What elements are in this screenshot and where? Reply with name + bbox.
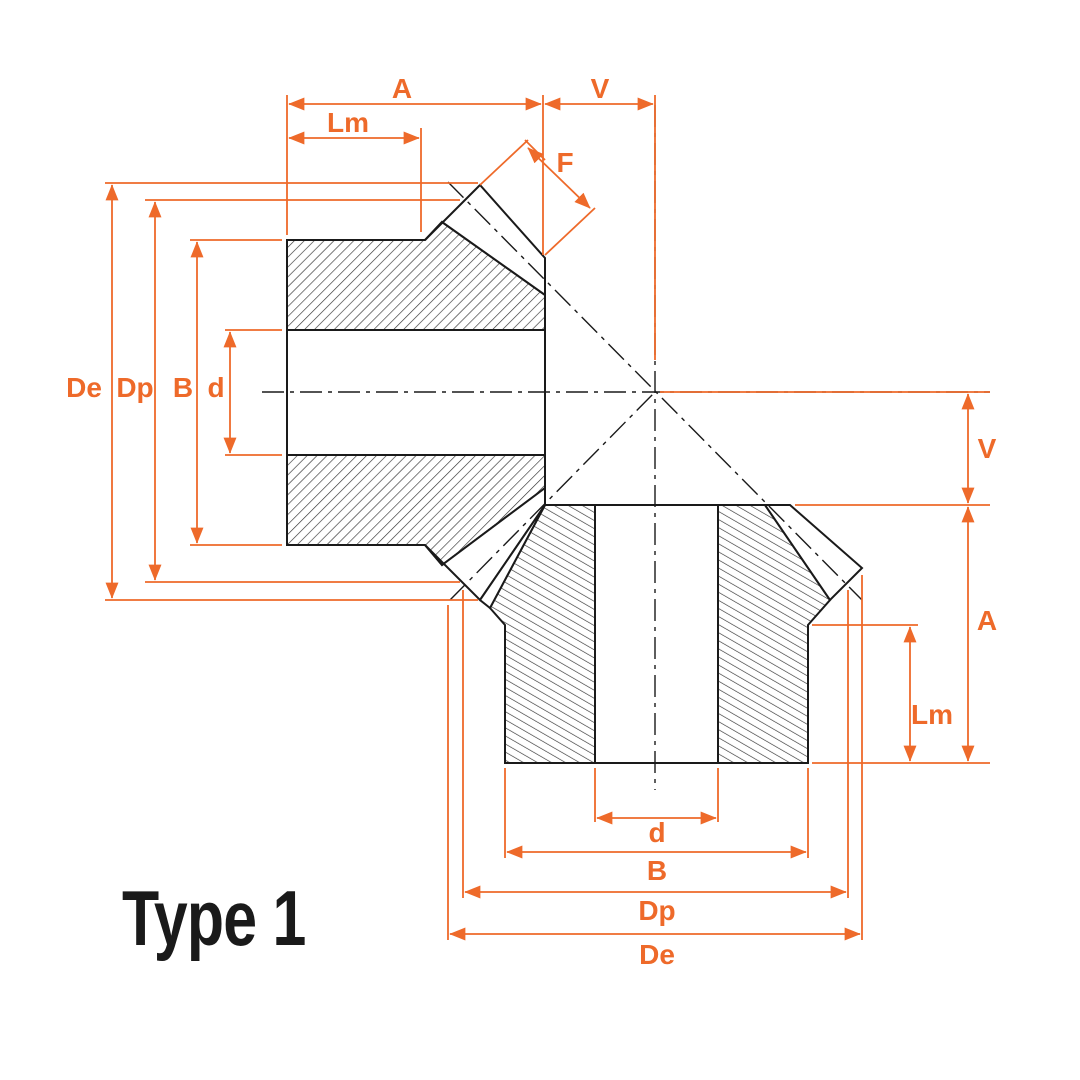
gear-bore — [594, 504, 719, 764]
label-pinion-v: V — [591, 73, 610, 104]
label-pinion-f: F — [556, 147, 573, 178]
diagram-title: Type 1 — [122, 875, 306, 962]
label-gear-de: De — [639, 939, 675, 970]
label-gear-a: A — [977, 605, 997, 636]
label-gear-d: d — [648, 817, 665, 848]
label-pinion-a: A — [392, 73, 412, 104]
label-pinion-lm: Lm — [327, 107, 369, 138]
label-gear-dp: Dp — [638, 895, 675, 926]
gear-left-tooth — [478, 504, 546, 610]
label-gear-lm: Lm — [911, 699, 953, 730]
label-pinion-b: B — [173, 372, 193, 403]
label-gear-v: V — [978, 433, 997, 464]
label-pinion-d: d — [207, 372, 224, 403]
label-pinion-dp: Dp — [116, 372, 153, 403]
wheel-gear — [478, 504, 864, 764]
label-pinion-de: De — [66, 372, 102, 403]
dimension-lines — [105, 95, 990, 941]
label-gear-b: B — [647, 855, 667, 886]
